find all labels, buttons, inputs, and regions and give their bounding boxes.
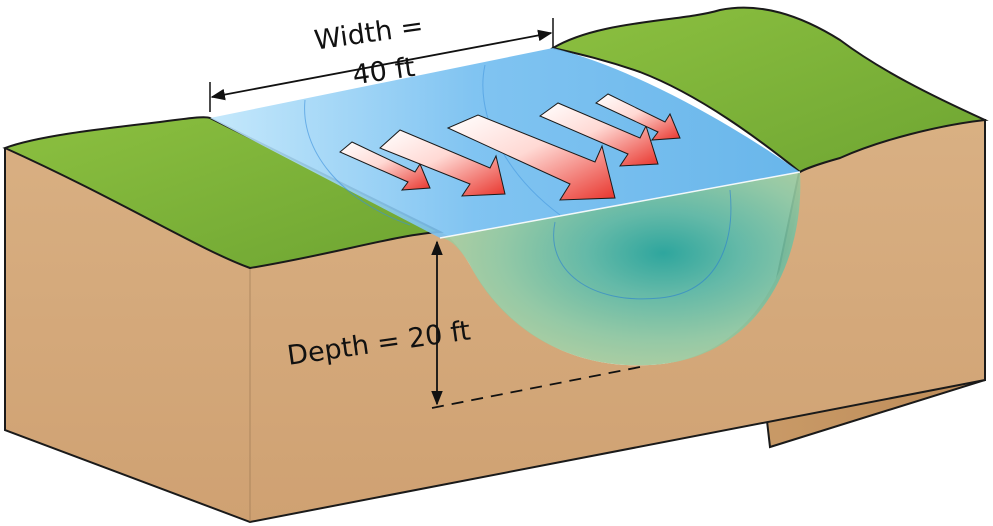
water-curve-1 (304, 99, 411, 226)
right-arrow-icon (339, 141, 431, 191)
width-label-line1: Width = (312, 11, 425, 57)
flow-arrows (339, 93, 681, 201)
channel-cross-section (440, 172, 801, 366)
double-headed-arrow-icon (210, 29, 553, 101)
right-grass-bank (550, 6, 989, 174)
right-arrow-icon (379, 129, 506, 197)
right-arrow-icon (446, 114, 616, 201)
right-arrow-icon (595, 93, 681, 141)
channel-inner-outline (553, 189, 732, 300)
water-edge-line (439, 171, 801, 239)
left-grass-bank (2, 116, 444, 270)
right-arrow-icon (538, 102, 659, 167)
depth-dashed-baseline (431, 365, 646, 409)
